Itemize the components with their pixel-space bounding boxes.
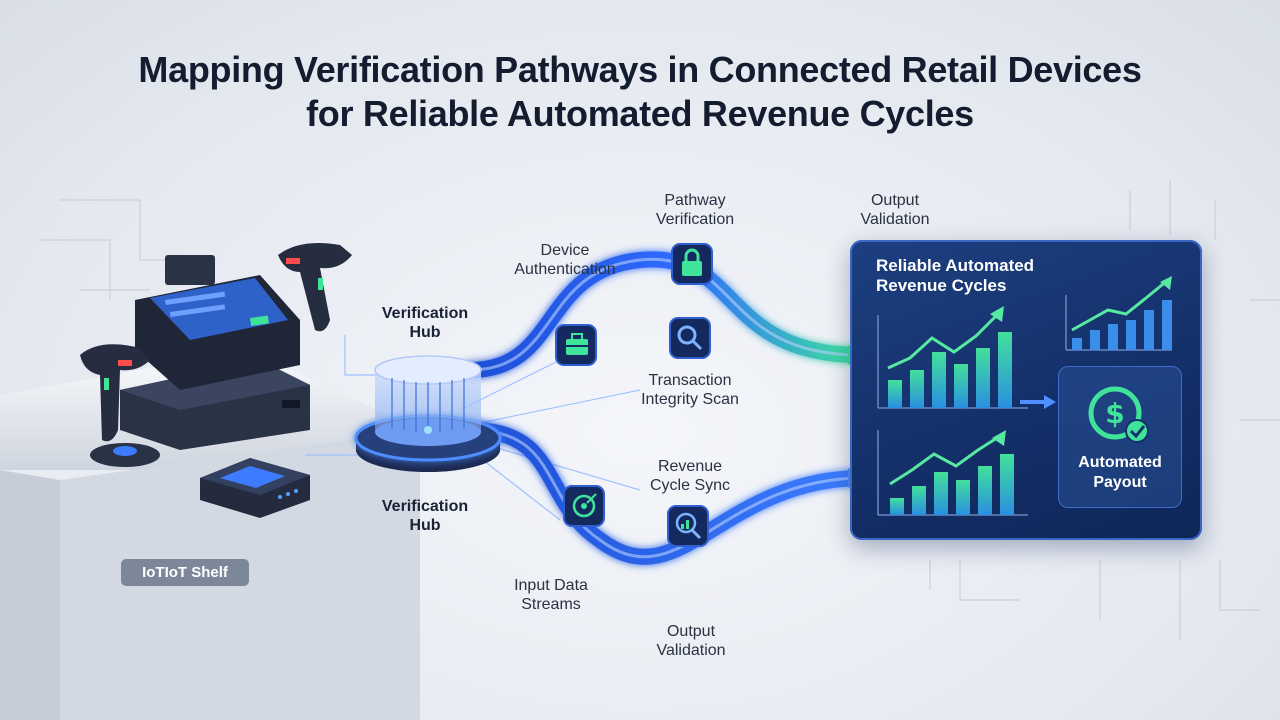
shelf-label: IoTIoT Shelf bbox=[121, 559, 249, 586]
panel-graphics bbox=[877, 276, 1172, 516]
label-output-top-line2: Validation bbox=[860, 211, 930, 228]
briefcase-icon bbox=[555, 324, 597, 366]
label-transaction-line2: Integrity Scan bbox=[641, 391, 739, 408]
label-revenue-line1: Revenue bbox=[657, 458, 723, 475]
label-input-data-streams: Input Data Streams bbox=[496, 576, 606, 614]
verification-hub-device bbox=[354, 355, 502, 472]
label-output-top-line1: Output bbox=[870, 192, 920, 209]
payout-label: Automated Payout bbox=[1059, 453, 1181, 493]
hub-label-top-line1: Verification bbox=[381, 305, 469, 322]
panel-title-line2: Revenue Cycles bbox=[876, 276, 1007, 295]
label-input-line1: Input Data bbox=[514, 577, 588, 594]
growth-chart-upper-left bbox=[877, 306, 1028, 409]
label-output-validation-bottom: Output Validation bbox=[636, 622, 746, 660]
label-output-bottom-line1: Output bbox=[666, 623, 716, 640]
chart-magnifier-icon bbox=[667, 505, 709, 547]
label-device-auth-line1: Device bbox=[540, 242, 590, 259]
hub-label-top: Verification Hub bbox=[370, 304, 480, 342]
hub-label-bottom-line1: Verification bbox=[381, 498, 469, 515]
pos-terminal bbox=[120, 255, 310, 450]
circuit-traces bbox=[40, 180, 1280, 640]
target-icon bbox=[563, 485, 605, 527]
dollar-check-icon: $ bbox=[1088, 386, 1149, 443]
label-pathway-verification: Pathway Verification bbox=[630, 191, 760, 229]
handheld-scanner-left bbox=[80, 344, 160, 467]
title-line-2: for Reliable Automated Revenue Cycles bbox=[306, 93, 974, 134]
label-device-auth-line2: Authentication bbox=[514, 261, 616, 278]
arrow-right-icon bbox=[1020, 395, 1056, 409]
label-transaction-line1: Transaction bbox=[648, 372, 732, 389]
label-output-validation-top: Output Validation bbox=[840, 191, 950, 229]
label-output-bottom-line2: Validation bbox=[656, 642, 726, 659]
label-transaction-integrity: Transaction Integrity Scan bbox=[620, 371, 760, 409]
hub-label-bottom: Verification Hub bbox=[370, 497, 480, 535]
hub-label-top-line2: Hub bbox=[409, 324, 441, 341]
handheld-scanner-upper bbox=[278, 242, 352, 332]
label-revenue-cycle-sync: Revenue Cycle Sync bbox=[630, 457, 750, 495]
revenue-cycles-panel: Reliable Automated Revenue Cycles bbox=[850, 240, 1202, 540]
growth-chart-lower-left bbox=[877, 430, 1028, 516]
label-pathway-line1: Pathway bbox=[664, 192, 726, 209]
iot-sensor-device bbox=[200, 458, 310, 518]
panel-title: Reliable Automated Revenue Cycles bbox=[876, 256, 1034, 296]
label-pathway-line2: Verification bbox=[655, 211, 735, 228]
title-line-1: Mapping Verification Pathways in Connect… bbox=[138, 49, 1142, 90]
label-device-authentication: Device Authentication bbox=[495, 241, 635, 279]
growth-chart-upper-right bbox=[1065, 276, 1172, 351]
payout-label-line2: Payout bbox=[1093, 474, 1147, 491]
magnifier-icon bbox=[669, 317, 711, 359]
panel-title-line1: Reliable Automated bbox=[876, 256, 1035, 275]
hub-label-bottom-line2: Hub bbox=[409, 517, 441, 534]
lock-icon bbox=[671, 243, 713, 285]
svg-text:$: $ bbox=[1105, 397, 1124, 430]
payout-label-line1: Automated bbox=[1078, 454, 1162, 471]
label-input-line2: Streams bbox=[521, 596, 581, 613]
page-title: Mapping Verification Pathways in Connect… bbox=[0, 48, 1280, 136]
label-revenue-line2: Cycle Sync bbox=[649, 477, 731, 494]
automated-payout-box: $ Automated Payout bbox=[1058, 366, 1182, 508]
connector-lines bbox=[305, 335, 641, 521]
